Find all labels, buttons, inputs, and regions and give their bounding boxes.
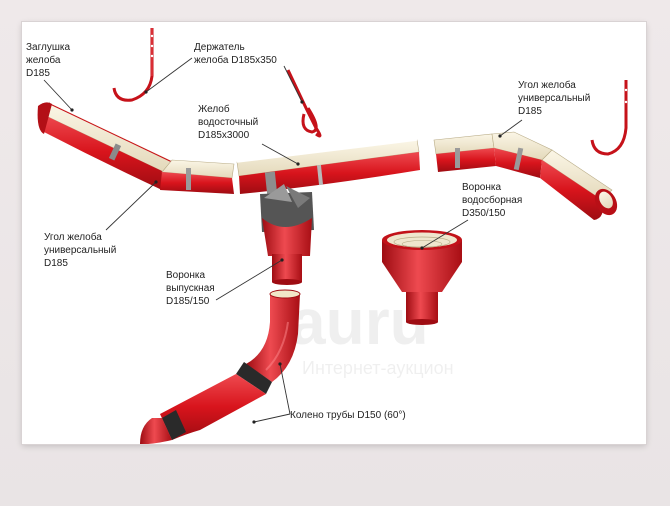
svg-text:желоба D185x350: желоба D185x350 xyxy=(194,54,277,66)
gutter-system-diagram: auru Интернет-аукцион xyxy=(26,28,628,444)
end-cap-shape xyxy=(37,102,52,134)
watermark-tagline: Интернет-аукцион xyxy=(302,358,454,378)
gutter-left-run xyxy=(37,101,173,190)
bracket-hooks xyxy=(112,28,628,156)
pipe-elbow-shape xyxy=(140,289,301,444)
label-end-cap: Заглушка желоба D185 xyxy=(26,42,74,112)
label-gutter: Желоб водосточный D185x3000 xyxy=(198,103,300,166)
label-bracket: Держатель желоба D185x350 xyxy=(144,42,304,104)
svg-text:желоба: желоба xyxy=(26,54,61,66)
svg-text:водосборная: водосборная xyxy=(462,194,522,206)
funnel-outlet-shape xyxy=(260,184,314,285)
watermark: auru Интернет-аукцион xyxy=(290,286,454,378)
label-corner-left: Угол желоба универсальный D185 xyxy=(44,180,158,269)
watermark-brand: auru xyxy=(290,286,429,358)
svg-text:D185: D185 xyxy=(44,258,68,269)
svg-text:Держатель: Держатель xyxy=(194,42,245,53)
funnel-collector-shape xyxy=(382,230,462,325)
svg-text:Заглушка: Заглушка xyxy=(26,42,70,53)
svg-text:Колено трубы D150 (60°): Колено трубы D150 (60°) xyxy=(290,409,406,421)
label-corner-right: Угол желоба универсальный D185 xyxy=(498,79,590,138)
svg-text:Воронка: Воронка xyxy=(462,182,501,193)
label-funnel-outlet: Воронка выпускная D185/150 xyxy=(166,258,284,307)
gutter-middle-shape xyxy=(236,139,420,195)
svg-text:выпускная: выпускная xyxy=(166,283,215,294)
svg-text:D185: D185 xyxy=(518,106,542,117)
label-funnel-collector: Воронка водосборная D350/150 xyxy=(420,182,522,250)
svg-text:D185x3000: D185x3000 xyxy=(198,130,250,141)
corner-left-shape xyxy=(160,159,235,194)
label-pipe-elbow: Колено трубы D150 (60°) xyxy=(252,362,406,424)
svg-text:Воронка: Воронка xyxy=(166,270,205,281)
diagram-frame: auru Интернет-аукцион xyxy=(22,22,646,444)
svg-text:Желоб: Желоб xyxy=(198,103,230,115)
svg-text:Угол желоба: Угол желоба xyxy=(518,79,576,91)
svg-text:водосточный: водосточный xyxy=(198,117,258,128)
gutter-right-run xyxy=(433,131,618,220)
svg-text:D350/150: D350/150 xyxy=(462,208,506,219)
svg-text:Угол желоба: Угол желоба xyxy=(44,231,102,243)
svg-text:D185: D185 xyxy=(26,68,50,79)
svg-text:D185/150: D185/150 xyxy=(166,296,210,307)
svg-text:универсальный: универсальный xyxy=(518,93,590,104)
svg-text:универсальный: универсальный xyxy=(44,245,116,256)
